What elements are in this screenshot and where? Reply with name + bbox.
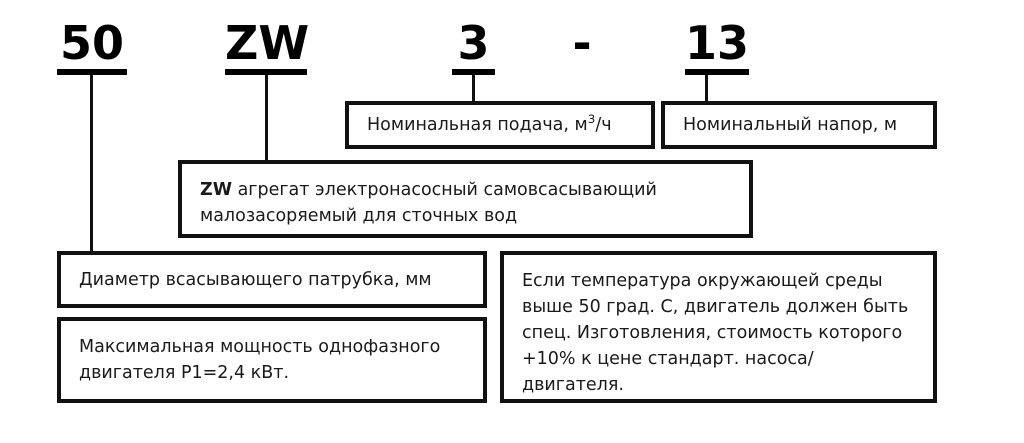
suction-diameter-label: Диаметр всасывающего патрубка, мм	[79, 269, 432, 290]
connector-nominal-head	[705, 75, 708, 105]
head-code: 13	[685, 18, 749, 75]
max-power-box: Максимальная мощность однофазного двигат…	[57, 317, 487, 403]
series-code-prefix: ZW	[200, 180, 232, 200]
nominal-flow-label: Номинальная подача, м3/ч	[367, 112, 612, 135]
connector-nominal-flow	[472, 75, 475, 105]
nominal-head-box: Номинальный напор, м	[661, 101, 937, 149]
suction-diameter-box: Диаметр всасывающего патрубка, мм	[57, 251, 487, 308]
series-description-text: ZW агрегат электронасосный самовсасывающ…	[182, 164, 749, 229]
max-power-label: Максимальная мощность однофазного двигат…	[79, 337, 441, 383]
series-code: ZW	[225, 18, 309, 75]
nominal-flow-box: Номинальная подача, м3/ч	[345, 101, 655, 149]
temperature-note-box: Если температура окружающей среды выше 5…	[500, 251, 937, 403]
series-description-label: агрегат электронасосный самовсасывающий …	[200, 180, 657, 226]
series-description-box: ZW агрегат электронасосный самовсасывающ…	[178, 160, 753, 238]
connector-series	[265, 75, 268, 162]
temperature-note-label: Если температура окружающей среды выше 5…	[522, 271, 909, 395]
nominal-head-label: Номинальный напор, м	[683, 115, 898, 135]
flow-code: 3	[452, 18, 495, 75]
code-separator: -	[572, 16, 592, 70]
suction-diameter-code: 50	[57, 18, 127, 75]
connector-suction-diameter	[90, 75, 93, 253]
